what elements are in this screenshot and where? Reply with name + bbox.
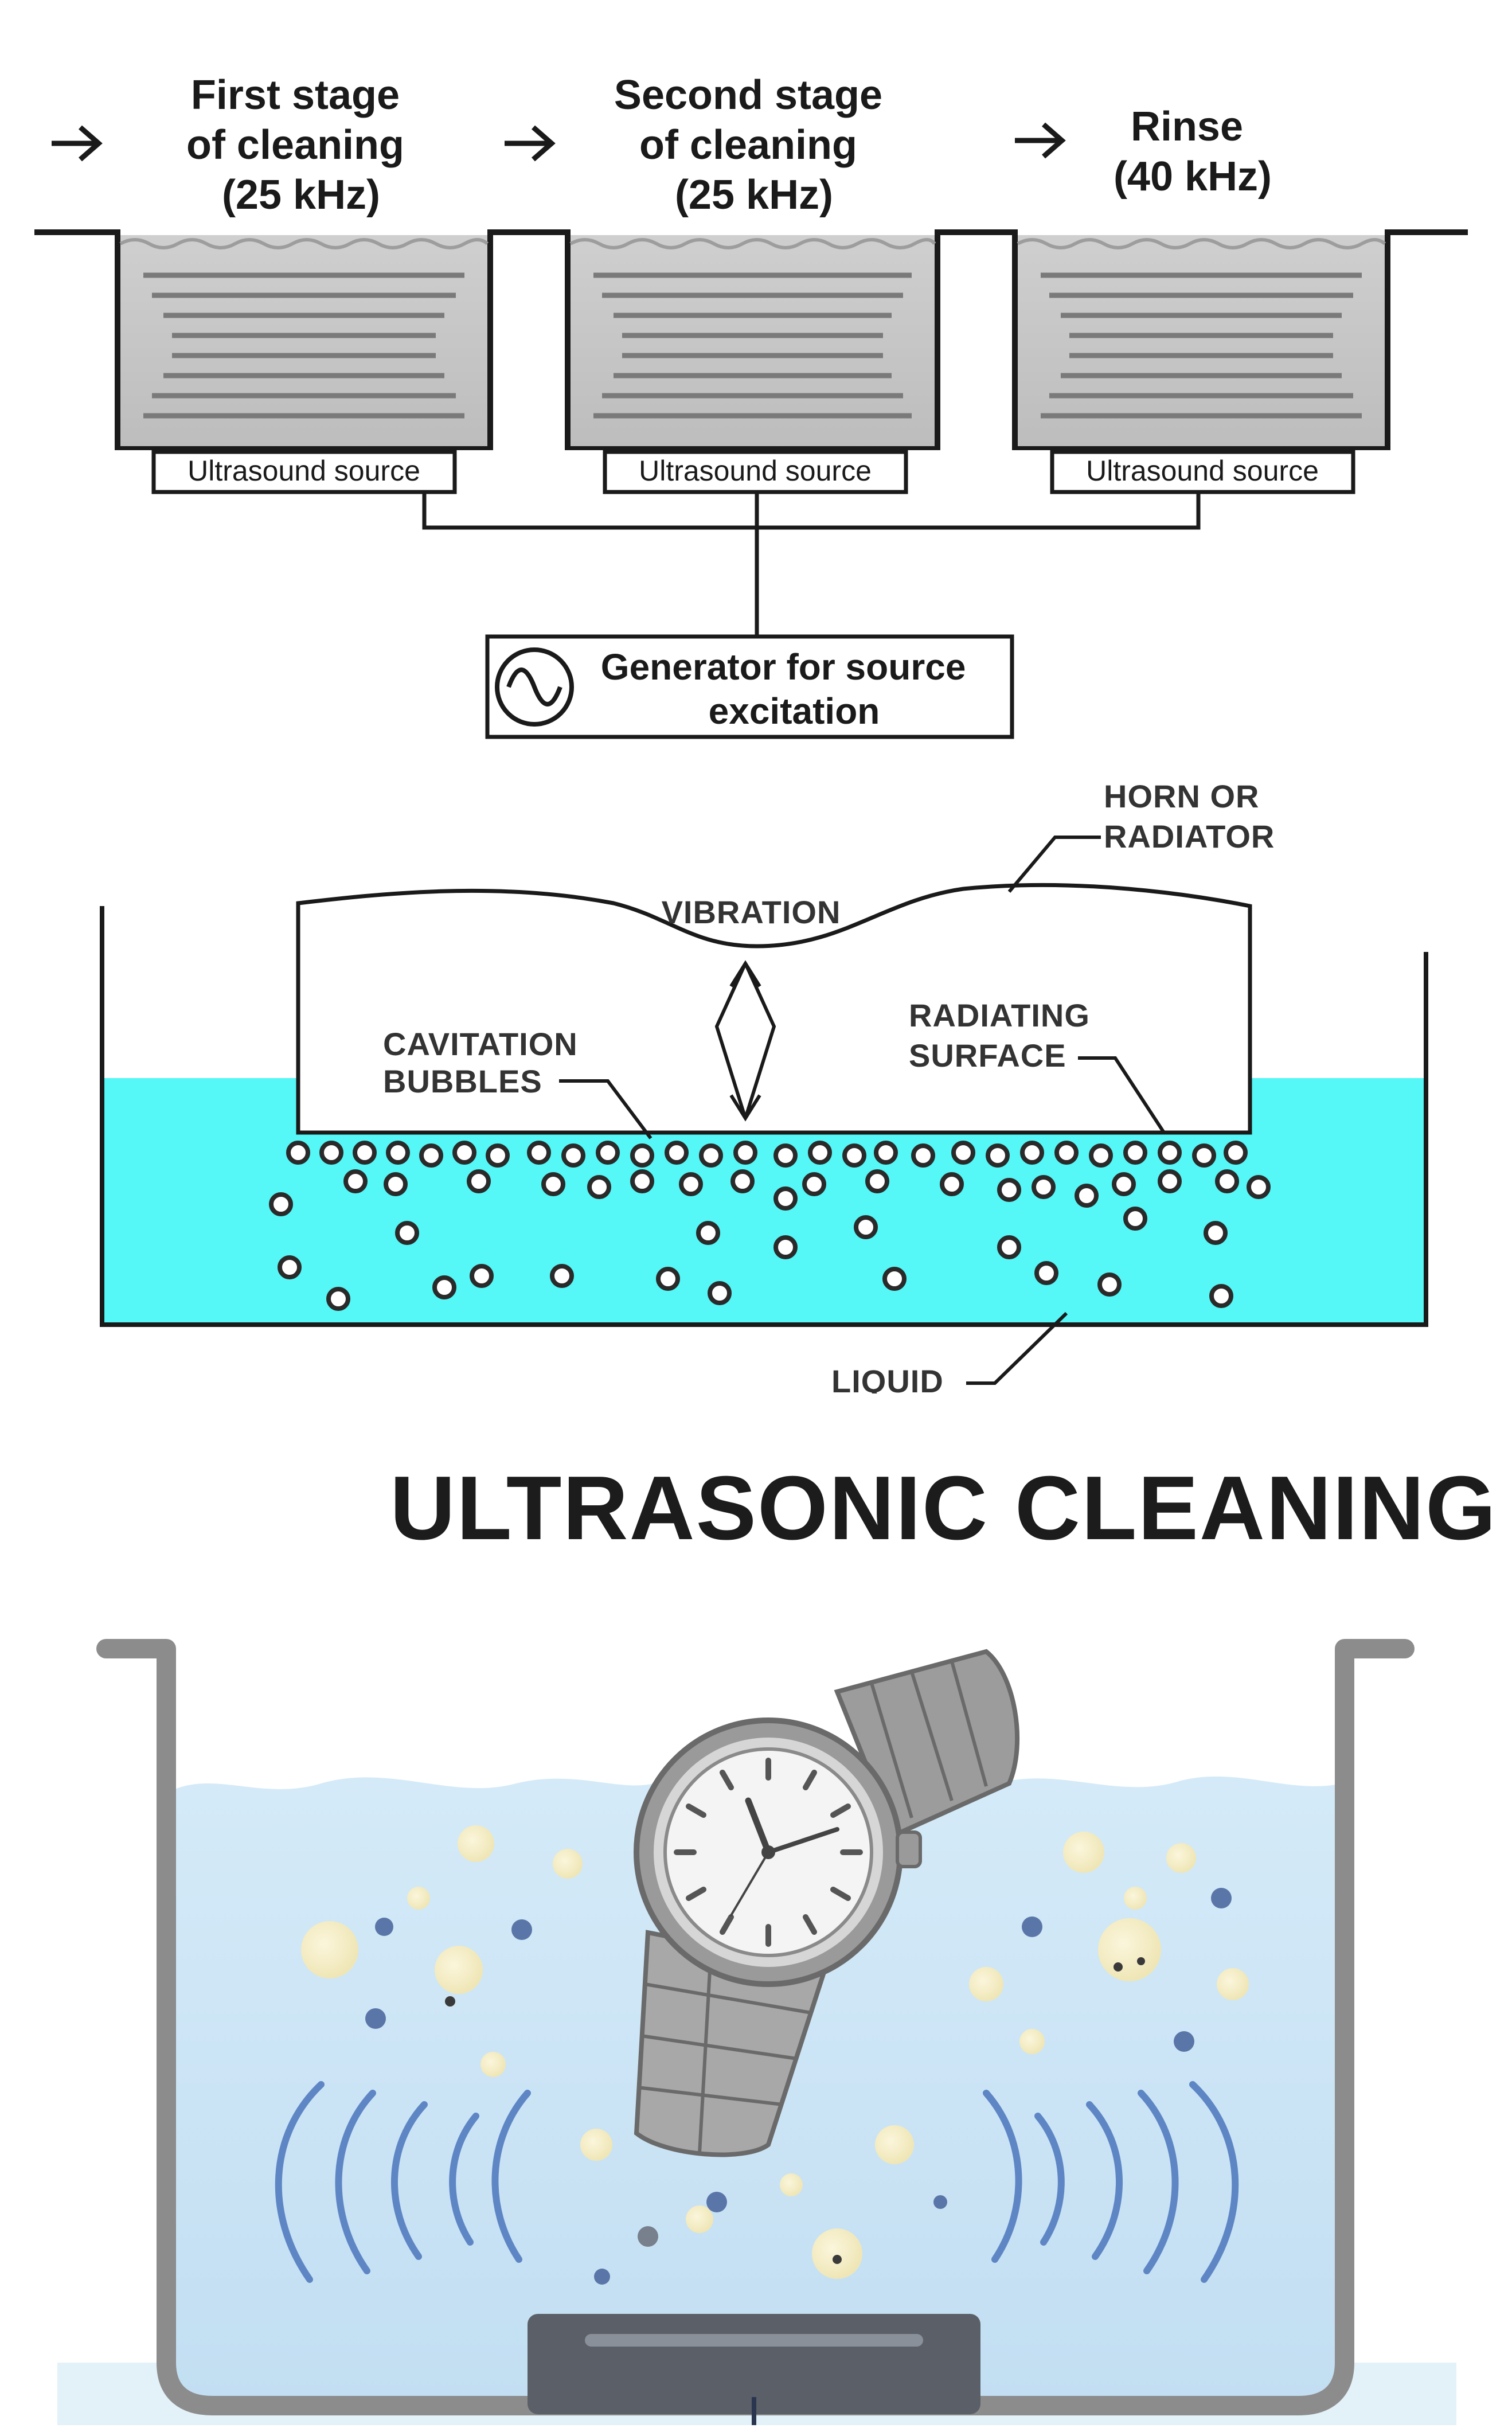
liquid-leader-line	[966, 1311, 1068, 1385]
ultrasound-source-3: Ultrasound source	[1050, 450, 1355, 494]
cavitation-label-line: BUBBLES	[383, 1063, 542, 1099]
stage-1-title-line: (25 kHz)	[222, 172, 380, 218]
source-label: Ultrasound source	[1086, 455, 1319, 487]
ultrasound-source-1: Ultrasound source	[151, 450, 457, 494]
source-label: Ultrasound source	[639, 455, 872, 487]
vibration-label: VIBRATION	[662, 894, 841, 930]
watch-bath-bubbles	[301, 1825, 1249, 2285]
generator-label: Generator for source excitation	[601, 646, 976, 732]
stages-svg: First stage of cleaning (25 kHz) Second …	[34, 72, 1468, 739]
stage-3-title-line: (40 kHz)	[1114, 154, 1272, 200]
stage-3-title-line: Rinse	[1131, 104, 1243, 150]
page-title: ULTRASONIC CLEANING	[390, 1458, 1497, 1559]
cavitation-leader-line	[559, 1079, 653, 1139]
horn-label-line: HORN OR	[1104, 778, 1259, 814]
tank-3	[1017, 235, 1386, 446]
generator-label-line: excitation	[709, 690, 880, 732]
tank-1	[119, 235, 489, 446]
radiating-leader-line	[1078, 1056, 1166, 1134]
stage-2-title-line: Second stage	[614, 72, 882, 118]
horn-label-line: RADIATOR	[1104, 818, 1275, 854]
stage-2-title: Second stage of cleaning (25 kHz)	[614, 72, 894, 218]
horn-svg: VIBRATION HORN OR RADIATOR CAVITATION BU…	[100, 778, 1428, 1399]
title-area: ULTRASONIC CLEANING	[0, 1434, 1512, 1583]
radiating-label-line: RADIATING	[909, 997, 1090, 1033]
wristwatch-icon	[634, 1649, 1020, 2157]
watch-svg	[57, 1639, 1456, 2425]
radiating-label-line: SURFACE	[909, 1037, 1066, 1074]
vibration-arrow	[714, 960, 776, 1122]
wiring	[422, 492, 1201, 637]
radiating-label: RADIATING SURFACE	[909, 997, 1100, 1074]
horn-leader-line	[1007, 836, 1101, 893]
stage-2-title-line: (25 kHz)	[675, 172, 833, 218]
tank-rim-line	[34, 229, 1468, 450]
stage-1-title: First stage of cleaning (25 kHz)	[186, 72, 416, 218]
transducer	[528, 2314, 980, 2425]
cavitation-diagram: VIBRATION HORN OR RADIATOR CAVITATION BU…	[0, 757, 1512, 1399]
tank-2	[569, 235, 936, 446]
sine-wave-icon	[495, 647, 574, 727]
generator-box: Generator for source excitation	[485, 634, 1014, 739]
horn-label: HORN OR RADIATOR	[1104, 778, 1275, 854]
ultrasound-source-2: Ultrasound source	[603, 450, 908, 494]
liquid-label: LIQUID	[831, 1363, 944, 1393]
ultrasonic-waves	[275, 2081, 1239, 2283]
stage-1-title-line: of cleaning	[186, 122, 404, 168]
right-arrow-icon	[505, 125, 556, 162]
right-arrow-icon	[52, 125, 103, 162]
multi-stage-cleaning-diagram: First stage of cleaning (25 kHz) Second …	[0, 0, 1512, 757]
stage-1-title-line: First stage	[191, 72, 400, 118]
cavitation-bubbles	[269, 1141, 1271, 1311]
horn-radiator	[296, 883, 1252, 1135]
right-arrow-icon	[1015, 122, 1066, 159]
cavitation-label: CAVITATION BUBBLES	[383, 1026, 587, 1099]
stage-3-title: Rinse (40 kHz)	[1114, 104, 1272, 200]
cavitation-label-line: CAVITATION	[383, 1026, 578, 1062]
vessel-outline	[100, 906, 1428, 1327]
stage-2-title-line: of cleaning	[639, 122, 857, 168]
watch-bath-illustration	[0, 1606, 1512, 2425]
source-label: Ultrasound source	[187, 455, 420, 487]
generator-label-line: Generator for source	[601, 646, 966, 688]
